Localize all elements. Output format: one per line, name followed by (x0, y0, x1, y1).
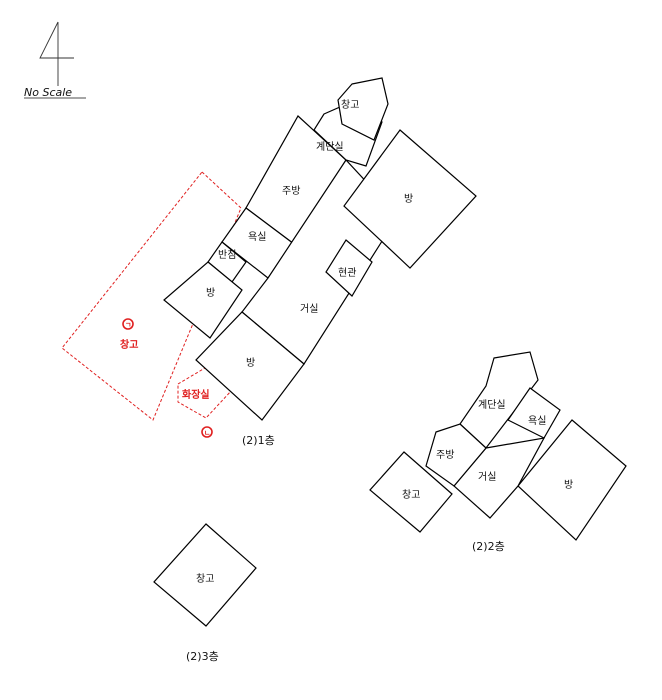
floor2-storage-room (369, 451, 453, 533)
label-f1-room-s: 방 (246, 357, 255, 369)
caption-floor-2: (2)2층 (472, 540, 505, 553)
floor-2-plan: 계단실 욕실 주방 거실 방 창고 (2)2층 (369, 351, 627, 553)
label-f1-annex-storage: 창고 (120, 338, 138, 351)
annex-toilet-outline (177, 367, 233, 419)
caption-floor-3: (2)3층 (186, 650, 219, 663)
floor1-entry-room (325, 239, 373, 297)
label-f1-kitchen: 주방 (282, 185, 300, 197)
label-f1-room-w: 방 (206, 287, 215, 299)
label-f2-bath: 욕실 (528, 415, 546, 427)
floor2-room (517, 419, 627, 541)
label-f1-entry: 현관 (338, 267, 356, 279)
label-f2-living: 거실 (478, 471, 496, 483)
floor1-room-northeast (343, 129, 477, 269)
label-f1-stair: 계단실 (316, 141, 344, 153)
label-f1-pantry: 반침 (218, 249, 236, 261)
annex-storage-marker-text: ㄱ (125, 321, 131, 329)
floor1-room-west (163, 261, 243, 339)
label-f1-bath: 욕실 (248, 231, 266, 243)
label-f1-living: 거실 (300, 303, 318, 315)
floor-3-plan: 창고 (2)3층 (153, 523, 257, 663)
label-f1-annex-toilet: 화장실 (182, 388, 210, 401)
caption-floor-1: (2)1층 (242, 434, 275, 447)
north-numeral-glyph (39, 21, 74, 86)
label-f3-storage: 창고 (196, 573, 214, 585)
annex-storage-marker-icon (122, 318, 134, 330)
floor2-kitchen-room (425, 423, 487, 487)
label-f2-kitchen: 주방 (436, 449, 454, 461)
label-f2-room: 방 (564, 479, 573, 491)
floor-1-plan: 창고 계단실 주방 방 욕실 반침 방 현관 거실 방 ㄱ 창고 화장실 ㄴ (… (61, 77, 477, 447)
floor1-storage-top (337, 77, 389, 141)
no-scale-text: No Scale (24, 86, 72, 99)
annex-toilet-marker-text: ㄴ (204, 429, 210, 437)
label-f1-room-ne: 방 (404, 193, 413, 205)
north-indicator: No Scale (24, 21, 86, 99)
floor3-storage-room (153, 523, 257, 627)
annex-storage-outline (61, 171, 242, 421)
label-f2-storage: 창고 (402, 489, 420, 501)
floor1-room-south (195, 311, 305, 421)
label-f1-storage-top: 창고 (341, 99, 359, 111)
label-f2-stair: 계단실 (478, 399, 506, 411)
annex-toilet-marker-icon (201, 426, 213, 438)
